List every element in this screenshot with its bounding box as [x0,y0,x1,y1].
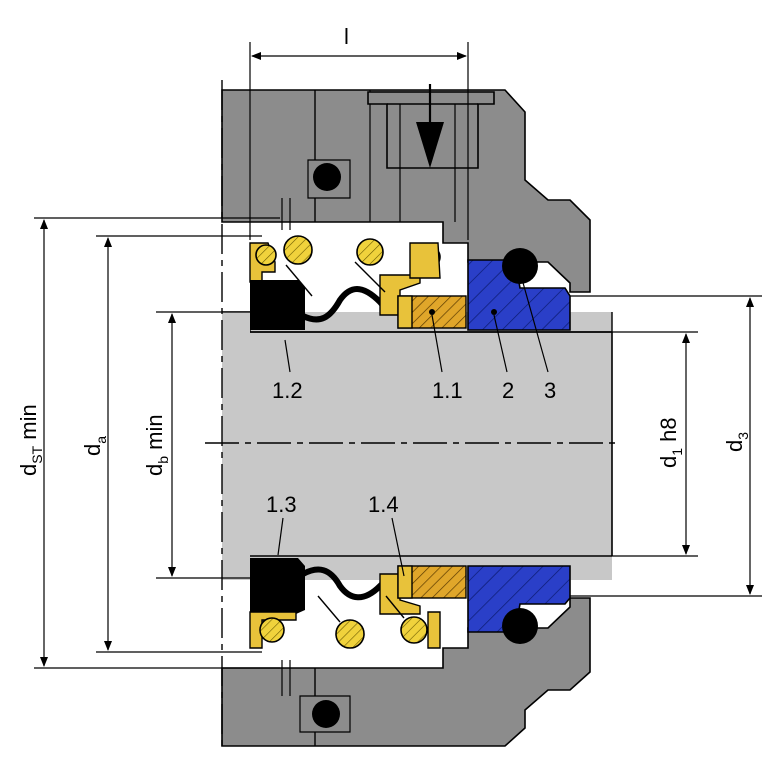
dimension-d3 [570,295,762,597]
label-d3: d3 [722,432,751,452]
o-ring-3-bottom [502,608,538,644]
part-label-1-2: 1.2 [272,378,303,403]
housing-o-ring-top [313,163,341,191]
dimension-d-st-min [34,217,280,669]
part-label-1-4: 1.4 [368,492,399,517]
part-label-2: 2 [502,378,514,403]
dimension-d-b-min [156,311,250,579]
label-d-a: da [80,436,109,456]
leader-lines [277,271,549,577]
dimension-l [249,42,469,240]
o-ring-3-top [502,248,538,284]
label-d1-h8: d1 h8 [656,417,685,468]
part-label-1-3: 1.3 [266,492,297,517]
seal-unit-bottom [249,558,467,649]
seal-unit-top [249,235,467,330]
label-l: l [344,24,349,49]
housing-o-ring-bottom [312,700,340,728]
seat-bottom [467,565,571,644]
seat-2-bottom [467,565,571,633]
part-label-3: 3 [544,378,556,403]
dimension-d1-h8 [612,331,698,557]
housing-top [221,84,591,293]
label-d-b-min: db min [142,414,171,476]
dimension-d-a [96,235,262,653]
part-label-1-1: 1.1 [432,378,463,403]
seat-top [467,248,571,331]
label-d-st-min: dST min [16,404,45,476]
housing-bottom [221,597,591,747]
bellows-top [250,280,305,330]
